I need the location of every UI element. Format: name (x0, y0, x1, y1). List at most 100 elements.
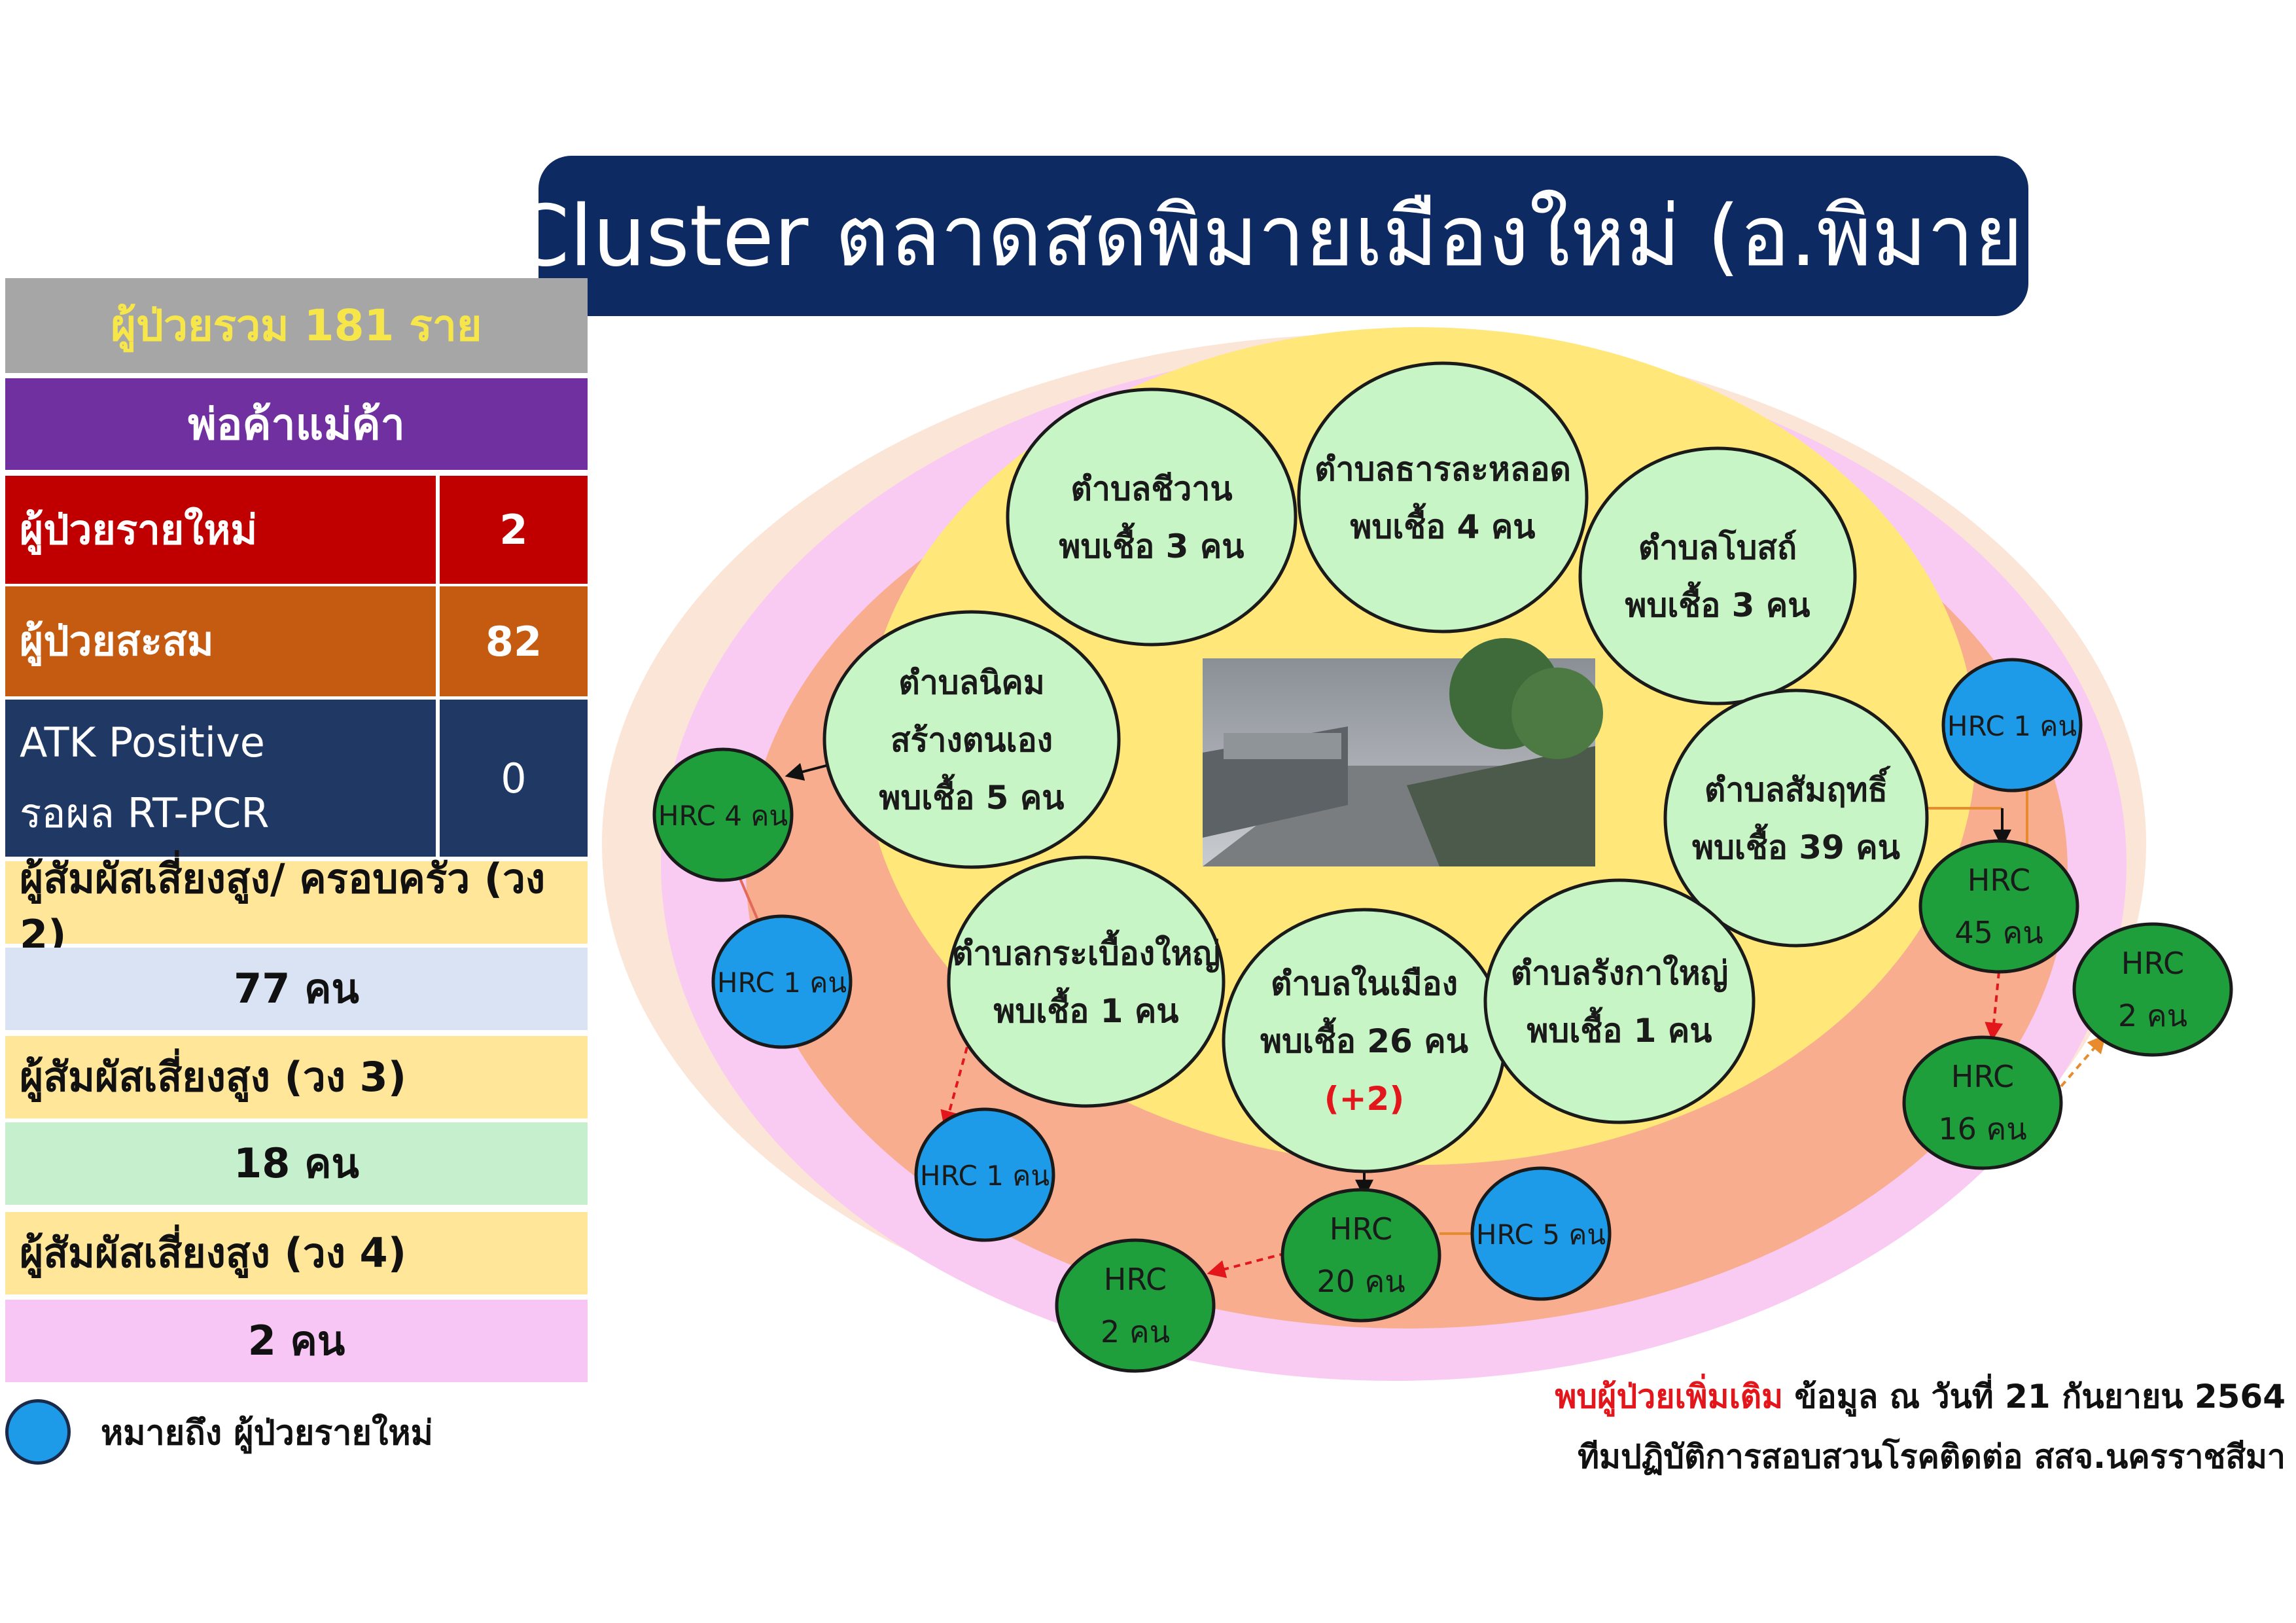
ring4-value-row: 2 คน (5, 1300, 588, 1382)
ring2-label: ผู้สัมผัสเสี่ยงสูง/ ครอบครัว (วง 2) (20, 854, 546, 959)
hrc-text: 2 คน (1101, 1314, 1170, 1349)
hrc-circle (1902, 1035, 2063, 1170)
new-cases-value: 2 (436, 476, 588, 584)
subdistrict-text: พบเชื้อ 1 คน (994, 987, 1179, 1030)
total-cases-text: ผู้ป่วยรวม 181 ราย (111, 300, 482, 351)
hrc-circle (1918, 839, 2079, 974)
ring3-label-row: ผู้สัมผัสเสี่ยงสูง (วง 3) (5, 1036, 588, 1118)
subdistrict-text: พบเชื้อ 26 คน (1260, 1017, 1468, 1060)
footer-team: ทีมปฏิบัติการสอบสวนโรคติดต่อ สสจ.นครราชส… (1578, 1438, 2286, 1476)
ring3-label: ผู้สัมผัสเสี่ยงสูง (วง 3) (20, 1053, 407, 1101)
hrc-text: HRC (1330, 1211, 1392, 1247)
ring3-value: 18 คน (234, 1139, 359, 1187)
hrc-node-blue: HRC 5 คน (1470, 1166, 1612, 1301)
ring4-label: ผู้สัมผัสเสี่ยงสูง (วง 4) (20, 1229, 407, 1277)
subdistrict-node: ตำบลโบสถ์พบเชื้อ 3 คน (1578, 446, 1857, 705)
subdistrict-text: ตำบลรังกาใหญ่ (1511, 954, 1729, 992)
page-title: Cluster ตลาดสดพิมายเมืองใหม่ (อ.พิมาย) (511, 156, 2056, 316)
atk-row: ATK Positive รอผล RT-PCR 0 (5, 700, 588, 857)
hrc-circle (914, 1107, 1055, 1242)
atk-label-line-2: รอผล RT-PCR (20, 789, 270, 837)
hrc-text: HRC (2121, 946, 2184, 981)
subdistrict-text: ตำบลธารละหลอด (1315, 450, 1571, 488)
subdistrict-text: ตำบลสัมฤทธิ์ (1704, 765, 1891, 809)
subdistrict-increase: (+2) (1324, 1080, 1404, 1118)
connector-line (738, 876, 760, 923)
hrc-node-green: HRC 4 คน (652, 747, 794, 882)
ring2-value: 77 คน (234, 965, 359, 1012)
ring4-label-row: ผู้สัมผัสเสี่ยงสูง (วง 4) (5, 1212, 588, 1294)
total-cases-row: ผู้ป่วยรวม 181 ราย (5, 278, 588, 373)
footer-highlight: พบผู้ป่วยเพิ่มเติม (1555, 1378, 1784, 1416)
hrc-node-blue: HRC 1 คน (711, 914, 853, 1049)
hrc-circle (1055, 1238, 1216, 1373)
ring2-label-row: ผู้สัมผัสเสี่ยงสูง/ ครอบครัว (วง 2) (5, 855, 588, 959)
subdistrict-node: ตำบลรังกาใหญ่พบเชื้อ 1 คน (1483, 878, 1756, 1124)
subdistrict-node: ตำบลกระเบื้องใหญ่พบเชื้อ 1 คน (947, 855, 1226, 1108)
hrc-node-blue: HRC 1 คน (914, 1107, 1055, 1242)
subdistrict-circle (1006, 387, 1298, 647)
hrc-node-green: HRC 2 คน (1055, 1238, 1216, 1373)
hrc-text: HRC (1968, 863, 2030, 898)
subdistrict-text: พบเชื้อ 5 คน (879, 774, 1065, 817)
atk-value: 0 (436, 700, 588, 857)
market-photo (1203, 638, 1603, 866)
hrc-circle (1941, 658, 2083, 793)
subdistrict-circle (1578, 446, 1857, 705)
cumulative-label: ผู้ป่วยสะสม (20, 617, 214, 665)
subdistrict-text: ตำบลโบสถ์ (1638, 528, 1797, 567)
hrc-text: HRC 1 คน (717, 967, 847, 999)
hrc-text: HRC (1104, 1262, 1167, 1297)
subdistrict-circle (1663, 688, 1929, 948)
subdistrict-text: ตำบลนิคม (898, 664, 1045, 702)
subdistrict-text: ตำบลชีวาน (1070, 470, 1232, 508)
hrc-node-green: HRC 2 คน (2072, 922, 2233, 1057)
subdistrict-circle (822, 610, 1121, 869)
hrc-circle (2072, 922, 2233, 1057)
vendors-text: พ่อค้าแม่ค้า (188, 399, 405, 450)
hrc-text: HRC 1 คน (920, 1160, 1050, 1192)
subdistrict-text: พบเชื้อ 1 คน (1527, 1007, 1712, 1050)
subdistrict-node: ตำบลสัมฤทธิ์พบเชื้อ 39 คน (1663, 688, 1929, 948)
ring4-value: 2 คน (247, 1317, 345, 1364)
cumulative-value: 82 (436, 586, 588, 696)
legend: หมายถึง ผู้ป่วยรายใหม่ (5, 1399, 433, 1465)
hrc-circle (1280, 1188, 1441, 1323)
footer-date: ข้อมูล ณ วันที่ 21 กันยายน 2564 (1783, 1378, 2286, 1416)
hrc-node-green: HRC 20 คน (1280, 1188, 1441, 1323)
subdistrict-text: พบเชื้อ 39 คน (1692, 823, 1900, 866)
hrc-text: 45 คน (1954, 915, 2043, 950)
hrc-text: HRC 5 คน (1476, 1219, 1606, 1251)
subdistrict-text: สร้างตนเอง (891, 721, 1053, 759)
hrc-circle (711, 914, 853, 1049)
footer-line-1: พบผู้ป่วยเพิ่มเติม ข้อมูล ณ วันที่ 21 กั… (1555, 1366, 2286, 1427)
new-case-dot-icon (5, 1399, 71, 1465)
hrc-text: 2 คน (2118, 998, 2187, 1033)
hrc-node-blue: HRC 1 คน (1941, 658, 2083, 793)
footer-note: พบผู้ป่วยเพิ่มเติม ข้อมูล ณ วันที่ 21 กั… (1555, 1366, 2286, 1487)
subdistrict-text: ตำบลในเมือง (1271, 965, 1458, 1003)
hrc-text: 16 คน (1938, 1111, 2026, 1147)
atk-label-line-1: ATK Positive (20, 719, 265, 766)
connector-line (1207, 1252, 1286, 1278)
new-cases-label: ผู้ป่วยรายใหม่ (20, 505, 258, 554)
subdistrict-circle (1297, 361, 1589, 633)
ring2-value-row: 77 คน (5, 948, 588, 1030)
subdistrict-text: พบเชื้อ 3 คน (1059, 522, 1245, 565)
connector-line (940, 1046, 968, 1130)
subdistrict-circle (947, 855, 1226, 1108)
hrc-circle (1470, 1166, 1612, 1301)
cumulative-row: ผู้ป่วยสะสม 82 (5, 586, 588, 696)
hrc-text: 20 คน (1316, 1264, 1405, 1299)
subdistrict-text: ตำบลกระเบื้องใหญ่ (952, 929, 1220, 972)
subdistrict-text: พบเชื้อ 4 คน (1351, 503, 1536, 546)
hrc-text: HRC 4 คน (658, 800, 788, 832)
edges (738, 762, 2106, 1278)
